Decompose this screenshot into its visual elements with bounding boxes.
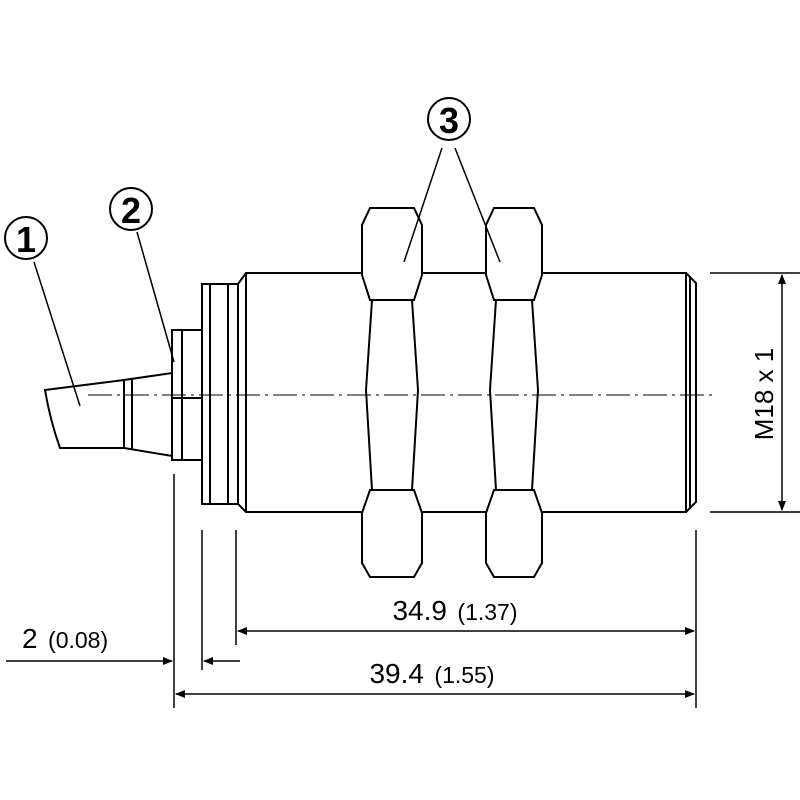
svg-text:3: 3 (439, 100, 459, 141)
extension-lines (173, 474, 697, 708)
nut-2 (485, 207, 543, 578)
dimension-label-34-9: 34.9 (1.37) (392, 595, 517, 626)
callout-2: 2 (109, 187, 153, 231)
cable (43, 378, 125, 449)
nut-1 (361, 207, 423, 578)
dimension-label-2: 2 (0.08) (22, 623, 108, 654)
thread-dimension (710, 272, 800, 513)
callout-1: 1 (4, 216, 48, 260)
sensor-body (237, 272, 697, 513)
cable-gland (123, 371, 173, 458)
collar (201, 283, 239, 505)
thread-label: M18 x 1 (749, 348, 779, 441)
dimension-label-39-4: 39.4 (1.55) (369, 658, 494, 689)
svg-text:2: 2 (121, 190, 141, 231)
callout-3: 3 (427, 97, 471, 141)
svg-text:1: 1 (16, 219, 36, 260)
leader-lines (33, 147, 501, 407)
